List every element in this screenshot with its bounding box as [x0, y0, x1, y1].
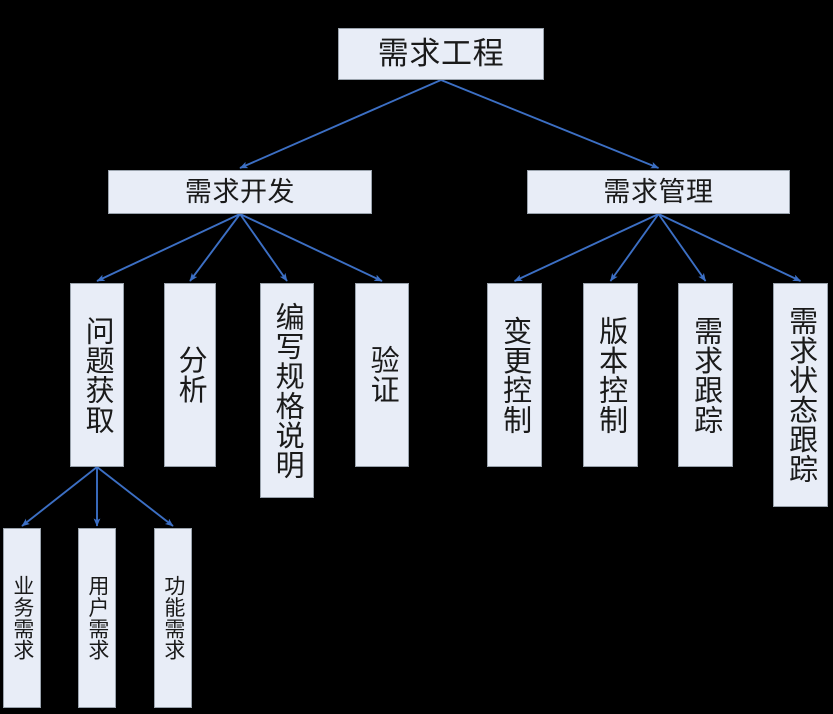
- node-change[interactable]: 变更控制: [487, 283, 542, 467]
- node-func[interactable]: 功能需求: [154, 528, 192, 708]
- edge-elicit-to-biz: [21, 466, 98, 527]
- node-label: 需求跟踪: [689, 315, 722, 435]
- edge-dev-to-elicit: [96, 213, 241, 282]
- edge-mgmt-to-statetrace: [658, 213, 802, 282]
- node-label: 需求开发: [184, 176, 296, 207]
- edge-root-to-mgmt: [440, 79, 660, 169]
- node-trace[interactable]: 需求跟踪: [678, 283, 733, 467]
- node-label: 分析: [174, 345, 207, 405]
- node-label: 用户需求: [85, 575, 110, 661]
- node-label: 变更控制: [498, 315, 531, 435]
- node-label: 编写规格说明: [271, 301, 304, 480]
- node-label: 问题获取: [81, 315, 114, 435]
- node-label: 验证: [366, 345, 399, 405]
- node-mgmt[interactable]: 需求管理: [527, 170, 790, 214]
- node-label: 版本控制: [594, 315, 627, 435]
- edge-mgmt-to-change: [513, 213, 659, 282]
- node-user[interactable]: 用户需求: [78, 528, 116, 708]
- node-analysis[interactable]: 分析: [164, 283, 216, 467]
- node-label: 需求管理: [603, 176, 714, 207]
- edge-dev-to-spec: [239, 213, 288, 282]
- node-version[interactable]: 版本控制: [583, 283, 638, 467]
- edge-root-to-dev: [239, 79, 442, 169]
- edge-mgmt-to-trace: [657, 213, 707, 282]
- node-elicit[interactable]: 问题获取: [70, 283, 124, 467]
- node-label: 需求工程: [377, 35, 505, 71]
- node-label: 业务需求: [10, 575, 35, 661]
- node-spec[interactable]: 编写规格说明: [260, 283, 314, 498]
- node-label: 需求状态跟踪: [784, 306, 817, 484]
- edge-dev-to-verify: [239, 213, 383, 282]
- edge-dev-to-analysis: [189, 213, 241, 282]
- node-label: 功能需求: [161, 575, 186, 661]
- node-statetrace[interactable]: 需求状态跟踪: [773, 283, 828, 507]
- node-root[interactable]: 需求工程: [338, 28, 544, 80]
- node-verify[interactable]: 验证: [355, 283, 409, 467]
- node-biz[interactable]: 业务需求: [3, 528, 41, 708]
- node-dev[interactable]: 需求开发: [108, 170, 372, 214]
- edge-elicit-to-func: [96, 466, 174, 527]
- edge-mgmt-to-version: [609, 213, 660, 282]
